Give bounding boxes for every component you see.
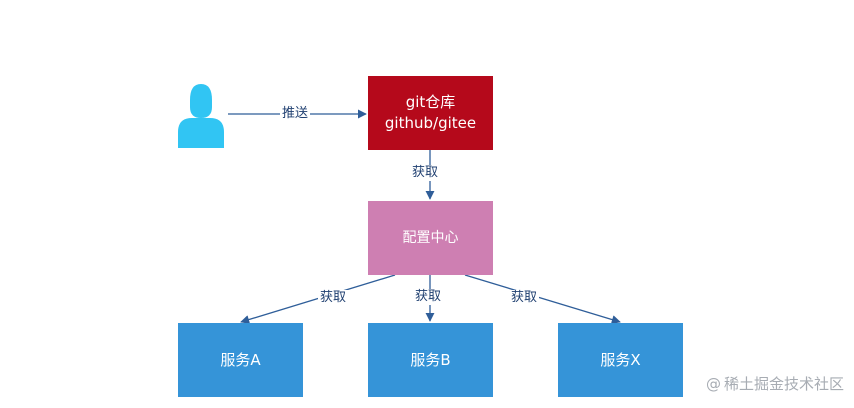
at-icon: @ xyxy=(705,374,721,393)
edge-label-fetch-a: 获取 xyxy=(318,290,349,306)
service-a-label: 服务A xyxy=(220,350,261,369)
edge-label-fetch-b: 获取 xyxy=(413,289,444,305)
repo-title: git仓库 xyxy=(405,93,456,111)
edge-label-fetch-x: 获取 xyxy=(509,290,540,306)
config-center-label: 配置中心 xyxy=(402,229,459,246)
edge-label-fetch-config: 获取 xyxy=(410,165,441,181)
service-x-label: 服务X xyxy=(600,350,641,369)
service-x-node: 服务X xyxy=(558,323,683,397)
service-a-node: 服务A xyxy=(178,323,303,397)
edge-fetch-service-x xyxy=(464,274,621,324)
watermark-text: 稀土掘金技术社区 xyxy=(723,375,844,393)
service-b-label: 服务B xyxy=(410,350,451,369)
service-b-node: 服务B xyxy=(368,323,493,397)
watermark: @ 稀土掘金技术社区 xyxy=(706,373,844,394)
git-repository-node: git仓库 github/gitee xyxy=(368,76,493,150)
config-center-node: 配置中心 xyxy=(368,201,493,275)
person-icon xyxy=(178,84,224,148)
edge-label-push: 推送 xyxy=(280,106,311,122)
repo-subtitle: github/gitee xyxy=(384,114,477,132)
